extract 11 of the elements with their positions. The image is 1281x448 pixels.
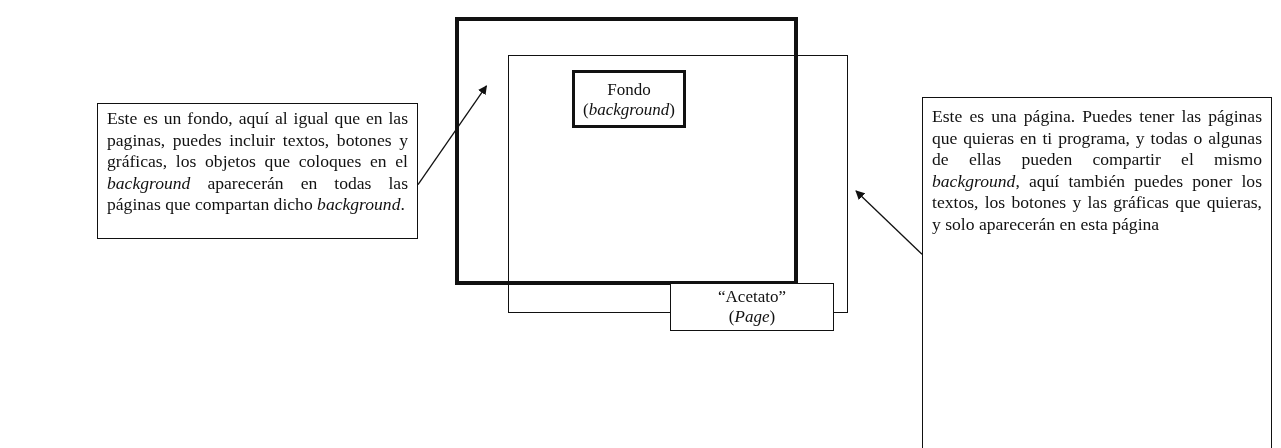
arrow [417,85,488,186]
background-frame [455,17,798,285]
callout-text: Este es una página. Puedes tener las páginas que quieras en ti programa, y todas o algunas de ellas pueden compartir el mismo background, aquí también puedes poner los textos, los botones y las gráficas que quieras, y solo aparecerán en esta página [932,106,1262,236]
box-label: Fondo (background) [582,80,676,120]
callout-box [97,103,418,239]
box-label: “Acetato” (Page) [717,287,787,327]
arrow [855,190,923,255]
background-box [572,70,686,128]
callout-box [922,97,1272,448]
callout-text: Este es un fondo, aquí al igual que en las paginas, puedes incluir textos, botones y gráficas, los objetos que coloques en el background aparecerán en todas las páginas que compartan dicho background. [107,108,408,216]
page-box [670,283,834,331]
